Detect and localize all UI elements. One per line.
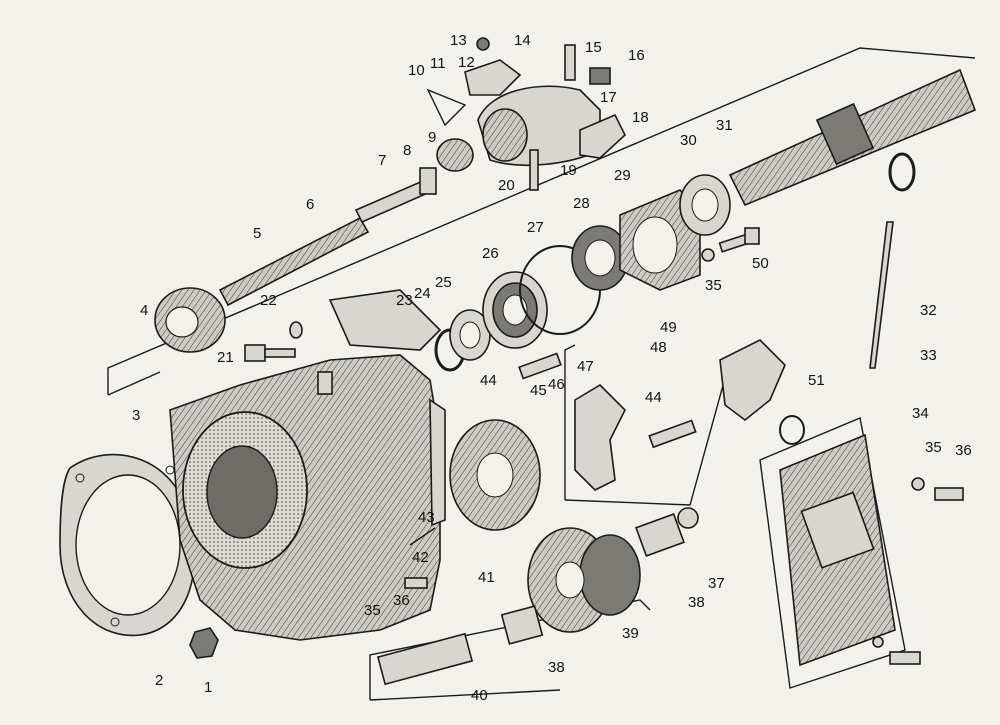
pin-44 bbox=[518, 352, 697, 449]
callout-15: 15 bbox=[585, 39, 602, 56]
lever-12 bbox=[464, 37, 522, 96]
callout-8: 8 bbox=[403, 142, 411, 159]
callout-20: 20 bbox=[498, 177, 515, 194]
bushing-38-upper bbox=[635, 507, 699, 557]
shaft-40 bbox=[376, 632, 474, 686]
callout-2: 2 bbox=[155, 672, 163, 689]
callout-35-b: 35 bbox=[705, 277, 722, 294]
callout-21: 21 bbox=[217, 349, 234, 366]
callout-1: 1 bbox=[204, 679, 212, 696]
callout-40: 40 bbox=[471, 687, 488, 704]
callout-32: 32 bbox=[920, 302, 937, 319]
callout-3: 3 bbox=[132, 407, 140, 424]
callout-39: 39 bbox=[622, 625, 639, 642]
shift-fork-47 bbox=[574, 383, 626, 491]
callout-27: 27 bbox=[527, 219, 544, 236]
callout-47: 47 bbox=[577, 358, 594, 375]
callout-36-b: 36 bbox=[393, 592, 410, 609]
output-shaft-31 bbox=[728, 68, 977, 207]
callout-44: 44 bbox=[480, 372, 497, 389]
callout-35: 35 bbox=[925, 439, 942, 456]
drive-gear-4 bbox=[154, 287, 226, 353]
callout-4: 4 bbox=[140, 302, 148, 319]
pin-20 bbox=[529, 149, 539, 191]
bushing-38-lower bbox=[500, 605, 544, 645]
bolt-50 bbox=[718, 227, 760, 253]
callout-13: 13 bbox=[450, 32, 467, 49]
gear-39 bbox=[527, 527, 641, 633]
callout-33: 33 bbox=[920, 347, 937, 364]
shaft-5 bbox=[218, 216, 370, 307]
assembly-bracket-top bbox=[107, 47, 976, 396]
plate-10 bbox=[426, 88, 467, 127]
gear-41 bbox=[449, 419, 541, 531]
callout-labels: 1 2 3 4 5 6 7 8 9 10 11 12 13 14 15 16 1… bbox=[132, 32, 972, 704]
bottom-cover-34 bbox=[779, 433, 896, 667]
callout-5: 5 bbox=[253, 225, 261, 242]
callout-31: 31 bbox=[716, 117, 733, 134]
callout-7: 7 bbox=[378, 152, 386, 169]
callout-26: 26 bbox=[482, 245, 499, 262]
callout-9: 9 bbox=[428, 129, 436, 146]
spring-9 bbox=[436, 138, 474, 172]
callout-29: 29 bbox=[614, 167, 631, 184]
callout-51: 51 bbox=[808, 372, 825, 389]
bearing-30 bbox=[679, 174, 731, 236]
callout-10: 10 bbox=[408, 62, 425, 79]
callout-22: 22 bbox=[260, 292, 277, 309]
dipstick-32 bbox=[869, 152, 916, 369]
callout-38: 38 bbox=[688, 594, 705, 611]
washer-22 bbox=[289, 321, 303, 339]
callout-16: 16 bbox=[628, 47, 645, 64]
callout-48: 48 bbox=[650, 339, 667, 356]
callout-45: 45 bbox=[530, 382, 547, 399]
ring-51 bbox=[779, 415, 805, 445]
lever-18 bbox=[579, 113, 626, 159]
gasket-33 bbox=[759, 417, 906, 689]
cover-29 bbox=[619, 189, 701, 291]
callout-41: 41 bbox=[478, 569, 495, 586]
callout-42: 42 bbox=[412, 549, 429, 566]
shift-fork-49 bbox=[719, 339, 786, 422]
callout-23: 23 bbox=[396, 292, 413, 309]
callout-49: 49 bbox=[660, 319, 677, 336]
callout-37: 37 bbox=[708, 575, 725, 592]
bolt-21 bbox=[244, 344, 296, 362]
gearbox-housing-3 bbox=[169, 289, 446, 641]
callout-6: 6 bbox=[306, 196, 314, 213]
callout-30: 30 bbox=[680, 132, 697, 149]
callout-17: 17 bbox=[600, 89, 617, 106]
callout-12: 12 bbox=[458, 54, 475, 71]
callout-24: 24 bbox=[414, 285, 431, 302]
bearing-26 bbox=[482, 271, 548, 349]
callout-11: 11 bbox=[430, 55, 446, 72]
callout-50: 50 bbox=[752, 255, 769, 272]
callout-28: 28 bbox=[573, 195, 590, 212]
callout-35-c: 35 bbox=[364, 602, 381, 619]
callout-38-b: 38 bbox=[548, 659, 565, 676]
bolt-lower bbox=[872, 636, 921, 665]
oil-seal-28 bbox=[571, 225, 629, 291]
bolt-36 bbox=[911, 477, 964, 501]
callout-46: 46 bbox=[548, 376, 565, 393]
pin-42-43 bbox=[404, 527, 436, 589]
callout-44-b: 44 bbox=[645, 389, 662, 406]
gasket-2 bbox=[59, 453, 196, 637]
callout-43: 43 bbox=[418, 509, 435, 526]
callout-34: 34 bbox=[912, 405, 929, 422]
washer-35 bbox=[701, 248, 715, 262]
callout-25: 25 bbox=[435, 274, 452, 291]
callout-36: 36 bbox=[955, 442, 972, 459]
callout-18: 18 bbox=[632, 109, 649, 126]
rod-7 bbox=[354, 167, 437, 224]
callout-14: 14 bbox=[514, 32, 531, 49]
nut-1 bbox=[189, 627, 219, 659]
pump-body-16 bbox=[477, 44, 611, 166]
callout-19: 19 bbox=[560, 162, 577, 179]
